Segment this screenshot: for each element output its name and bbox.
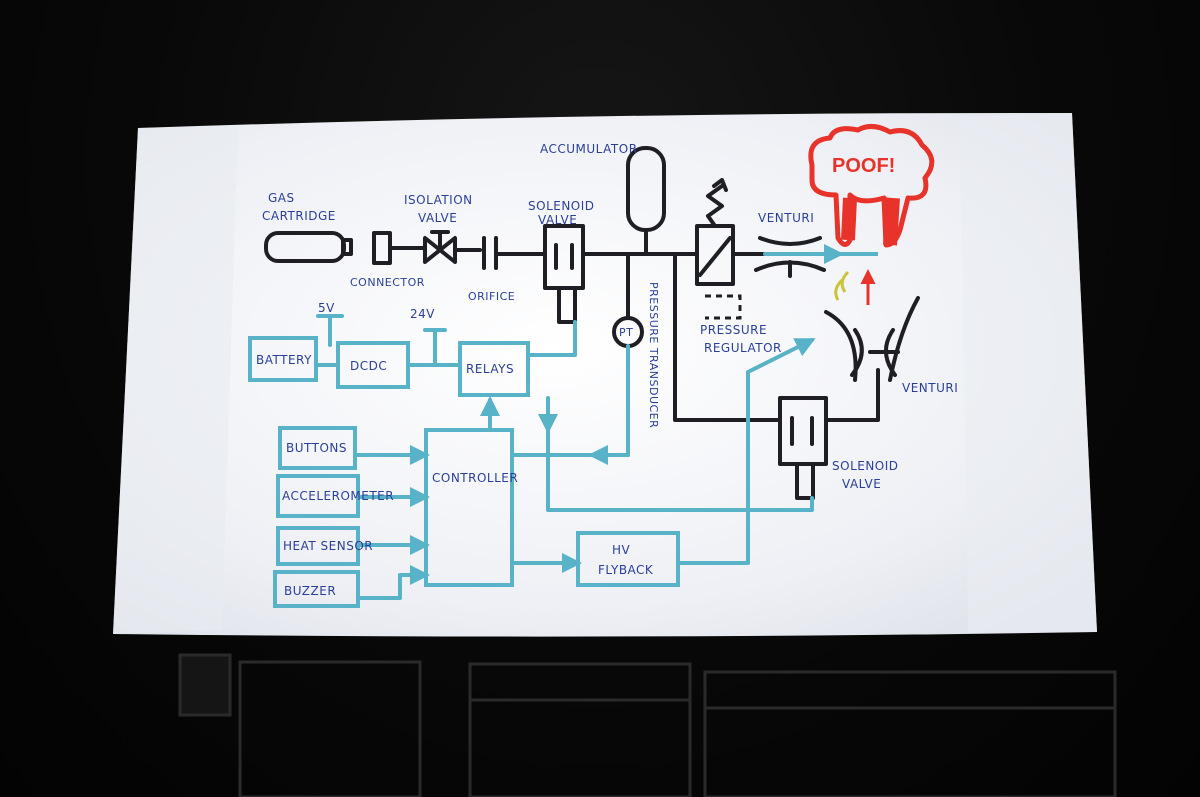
venturi-top-symbol (754, 236, 826, 278)
flame-marks (834, 269, 876, 305)
connector-symbol (372, 231, 427, 265)
gas-cartridge-label-line1: GAS (268, 191, 295, 205)
venturi-right-symbol (824, 296, 920, 382)
orifice-label: ORIFICE (468, 290, 515, 303)
pressure-regulator-label-line1: PRESSURE (700, 323, 767, 337)
relays-label: RELAYS (466, 362, 514, 376)
hv-flyback-box (576, 531, 680, 587)
solenoid-valve-top-label-line2: VALVE (538, 213, 577, 227)
controller-label: CONTROLLER (432, 471, 518, 485)
pressure-regulator-symbol (695, 178, 767, 320)
stage-truss (178, 653, 1117, 797)
sensor-wires (353, 338, 816, 600)
accelerometer-box (276, 474, 360, 518)
screen-right-panel (960, 113, 1097, 633)
gas-cartridge-label-line2: CARTRIDGE (262, 209, 336, 223)
pt-label: PT (619, 326, 633, 339)
battery-label: BATTERY (256, 353, 312, 367)
screen-left-panel (113, 126, 238, 634)
dcdc-box (336, 341, 410, 389)
poof-label: POOF! (832, 155, 895, 177)
accumulator-symbol (626, 146, 666, 256)
buttons-box (278, 426, 357, 470)
heat-sensor-box (276, 526, 360, 566)
solenoid-valve-bottom (778, 396, 828, 500)
connector-label: CONNECTOR (350, 276, 425, 289)
buzzer-label: BUZZER (284, 584, 336, 598)
hv-flyback-label-line1: HV (612, 543, 631, 557)
bottom-gas-loop (673, 252, 880, 422)
accelerometer-label: ACCELEROMETER (282, 489, 394, 503)
dcdc-label: DCDC (350, 359, 387, 373)
buzzer-box (273, 570, 360, 608)
poof-explosion-cloud (808, 124, 935, 248)
venturi-top-label: VENTURI (758, 211, 814, 225)
controller-box (424, 428, 514, 587)
projection-screen (113, 112, 1097, 637)
power-chain-wires (314, 314, 814, 512)
pressure-transducer-label: PRESSURE TRANSDUCER (647, 282, 660, 428)
solenoid-valve-top (543, 224, 585, 324)
gas-cartridge (264, 231, 353, 263)
buttons-label: BUTTONS (286, 441, 347, 455)
isolation-valve-symbol (423, 230, 482, 264)
orifice-symbol (482, 236, 547, 270)
accumulator-label: ACCUMULATOR (540, 142, 638, 156)
venturi-right-label: VENTURI (902, 381, 958, 395)
relays-box (458, 341, 530, 397)
pressure-regulator-label-line2: REGULATOR (704, 341, 782, 355)
solenoid-valve-bottom-label-line1: SOLENOID (832, 459, 899, 473)
24v-label: 24V (410, 307, 435, 321)
battery-box (248, 336, 318, 382)
solenoid-valve-bottom-label-line2: VALVE (842, 477, 881, 491)
5v-label: 5V (318, 301, 335, 315)
heat-sensor-label: HEAT SENSOR (283, 539, 373, 553)
isolation-valve-label-line2: VALVE (418, 211, 457, 225)
hv-flyback-label-line2: FLYBACK (598, 563, 654, 577)
isolation-valve-label-line1: ISOLATION (404, 193, 473, 207)
solenoid-valve-top-label-line1: SOLENOID (528, 199, 595, 213)
